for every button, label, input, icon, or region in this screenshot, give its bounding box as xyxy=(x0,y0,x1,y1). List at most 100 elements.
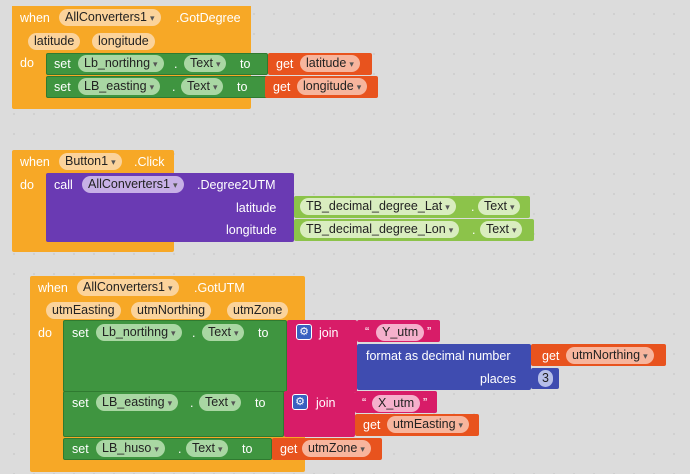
set-prop-dropdown[interactable]: Text▾ xyxy=(199,394,242,411)
component-dropdown[interactable]: AllConverters1▾ xyxy=(59,9,161,26)
component-name: AllConverters1 xyxy=(65,10,147,24)
set-label: set xyxy=(72,442,89,456)
prop-dropdown[interactable]: Text▾ xyxy=(478,198,521,215)
set-lb-huso-block[interactable] xyxy=(63,438,272,460)
to-label: to xyxy=(242,442,253,456)
set-prop-dropdown[interactable]: Text▾ xyxy=(184,55,227,72)
chevron-down-icon: ▾ xyxy=(230,398,236,408)
chevron-down-icon: ▾ xyxy=(511,225,517,235)
places-value[interactable]: 3 xyxy=(538,370,553,387)
event-name: .Click xyxy=(134,155,165,169)
chevron-down-icon: ▾ xyxy=(167,398,173,408)
prop-name: Text xyxy=(190,56,213,70)
target-name: Lb_nortihng xyxy=(84,56,151,70)
chevron-down-icon: ▾ xyxy=(217,444,223,454)
set-prop-dropdown[interactable]: Text▾ xyxy=(186,440,229,457)
do-label: do xyxy=(20,178,34,192)
text-value[interactable]: Y_utm xyxy=(376,324,425,341)
param-latitude[interactable]: latitude xyxy=(28,33,81,50)
prop-name: Text xyxy=(205,395,228,409)
dot: . xyxy=(192,326,196,340)
places-label: places xyxy=(480,372,517,386)
get-var-dropdown[interactable]: utmNorthing▾ xyxy=(566,347,654,364)
get-var-dropdown[interactable]: latitude▾ xyxy=(300,55,360,72)
method-name: .Degree2UTM xyxy=(197,178,276,192)
get-label: get xyxy=(542,349,560,363)
param-utmeasting[interactable]: utmEasting xyxy=(46,302,121,319)
format-label: format as decimal number xyxy=(366,349,511,363)
param-longitude[interactable]: longitude xyxy=(92,33,155,50)
format-decimal-block[interactable] xyxy=(357,344,531,390)
set-target-dropdown[interactable]: LB_easting▾ xyxy=(78,78,161,95)
get-label: get xyxy=(276,57,294,71)
call-component-dropdown[interactable]: AllConverters1▾ xyxy=(82,176,184,193)
join-label: join xyxy=(319,326,339,340)
chevron-down-icon: ▾ xyxy=(215,59,221,69)
chevron-down-icon: ▾ xyxy=(171,328,176,338)
component-name: AllConverters1 xyxy=(83,280,165,294)
set-target-dropdown[interactable]: LB_huso▾ xyxy=(96,440,165,457)
chevron-down-icon: ▾ xyxy=(458,420,464,430)
prop-name: Text xyxy=(486,222,509,236)
component-name: AllConverters1 xyxy=(88,177,170,191)
dot: . xyxy=(472,223,476,237)
target-name: LB_easting xyxy=(102,395,165,409)
set-prop-dropdown[interactable]: Text▾ xyxy=(181,78,224,95)
chevron-down-icon: ▾ xyxy=(172,180,178,190)
when-label: when xyxy=(20,155,50,169)
chevron-down-icon: ▾ xyxy=(360,444,365,454)
text-value[interactable]: X_utm xyxy=(372,395,421,412)
chevron-down-icon: ▾ xyxy=(643,351,648,361)
component-dropdown[interactable]: TB_decimal_degree_Lon▾ xyxy=(300,221,460,238)
dot: . xyxy=(190,396,194,410)
set-target-dropdown[interactable]: Lb_nortihng▾ xyxy=(96,324,182,341)
set-target-dropdown[interactable]: Lb_nortihng▾ xyxy=(78,55,164,72)
chevron-down-icon: ▾ xyxy=(233,328,239,338)
component-name: TB_decimal_degree_Lon xyxy=(306,222,446,236)
to-label: to xyxy=(255,396,266,410)
chevron-down-icon: ▾ xyxy=(153,59,158,69)
do-label: do xyxy=(20,56,34,70)
event-name: .GotUTM xyxy=(194,281,245,295)
chevron-down-icon: ▾ xyxy=(111,157,116,167)
chevron-down-icon: ▾ xyxy=(154,444,159,454)
var-name: utmNorthing xyxy=(572,348,641,362)
var-name: latitude xyxy=(306,56,347,70)
target-name: Lb_nortihng xyxy=(102,325,169,339)
set-target-dropdown[interactable]: LB_easting▾ xyxy=(96,394,179,411)
set-label: set xyxy=(54,80,71,94)
arg-label-longitude: longitude xyxy=(226,223,277,237)
chevron-down-icon: ▾ xyxy=(509,202,515,212)
prop-name: Text xyxy=(187,79,210,93)
target-name: LB_easting xyxy=(84,79,147,93)
get-var-dropdown[interactable]: utmEasting▾ xyxy=(387,416,470,433)
get-label: get xyxy=(280,442,298,456)
chevron-down-icon: ▾ xyxy=(167,283,173,293)
get-var-dropdown[interactable]: utmZone▾ xyxy=(302,440,371,457)
get-label: get xyxy=(273,80,291,94)
prop-dropdown[interactable]: Text▾ xyxy=(480,221,523,238)
get-label: get xyxy=(363,418,381,432)
quote-open-icon: “ xyxy=(362,396,367,410)
dot: . xyxy=(471,200,475,214)
gear-icon[interactable]: ⚙ xyxy=(292,394,308,410)
gear-icon[interactable]: ⚙ xyxy=(296,324,312,340)
event-name: .GotDegree xyxy=(176,11,241,25)
var-name: utmEasting xyxy=(393,417,456,431)
param-utmzone[interactable]: utmZone xyxy=(227,302,289,319)
component-dropdown[interactable]: Button1▾ xyxy=(59,153,122,170)
set-label: set xyxy=(72,326,89,340)
param-utmnorthing[interactable]: utmNorthing xyxy=(131,302,212,319)
component-dropdown[interactable]: TB_decimal_degree_Lat▾ xyxy=(300,198,456,215)
chevron-down-icon: ▾ xyxy=(356,82,362,92)
set-label: set xyxy=(54,57,71,71)
set-prop-dropdown[interactable]: Text▾ xyxy=(202,324,245,341)
var-name: utmZone xyxy=(308,441,358,455)
chevron-down-icon: ▾ xyxy=(149,13,155,23)
prop-name: Text xyxy=(192,441,215,455)
chevron-down-icon: ▾ xyxy=(149,82,155,92)
component-dropdown[interactable]: AllConverters1▾ xyxy=(77,279,179,296)
chevron-down-icon: ▾ xyxy=(212,82,218,92)
get-var-dropdown[interactable]: longitude▾ xyxy=(297,78,368,95)
to-label: to xyxy=(237,80,248,94)
